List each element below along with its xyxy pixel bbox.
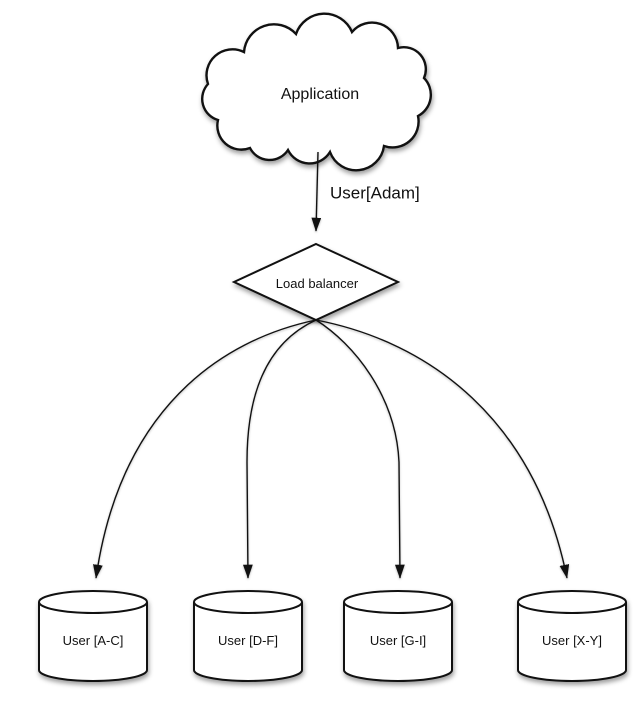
db-label-g-i: User [G-I] — [369, 632, 427, 648]
application-label: Application — [280, 86, 360, 104]
cloud-to-loadbalancer-arrow — [311, 151, 322, 232]
db-label-d-f: User [D-F] — [218, 632, 278, 648]
db-cylinder-4 — [517, 590, 627, 682]
lb-to-db1-arrow — [93, 319, 317, 579]
db-cylinder-3 — [343, 590, 453, 682]
lb-to-db2-arrow — [242, 319, 317, 579]
application-cloud — [201, 12, 432, 172]
db-label-x-y: User [X-Y] — [542, 632, 602, 648]
lb-to-db3-arrow — [315, 319, 405, 579]
db-label-a-c: User [A-C] — [62, 632, 124, 648]
user-adam-edge-label: User[Adam] — [330, 183, 420, 203]
load-balancer-label: Load balancer — [275, 275, 359, 291]
lb-to-db4-arrow — [315, 319, 570, 579]
db-cylinder-2 — [193, 590, 303, 682]
db-cylinder-1 — [38, 590, 148, 682]
